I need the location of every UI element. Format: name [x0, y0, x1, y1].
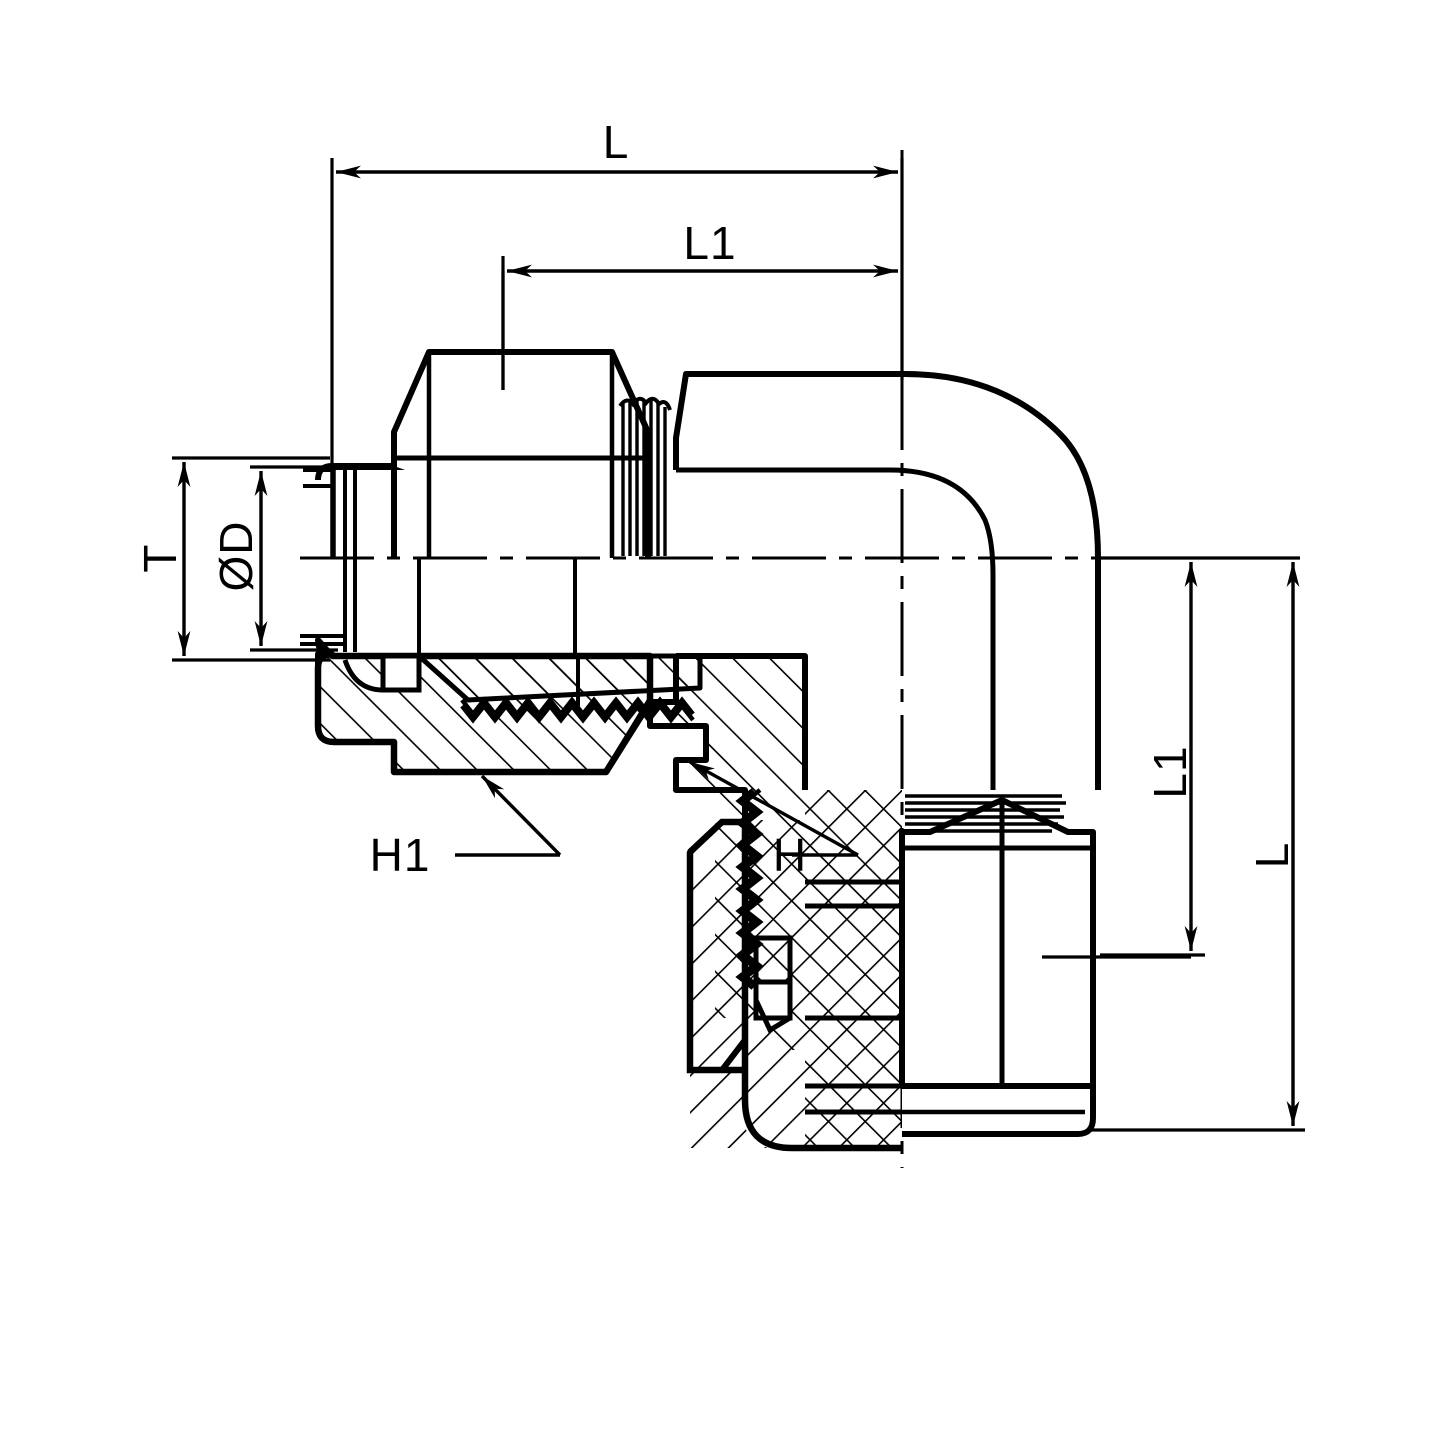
leader-H1: [455, 774, 562, 857]
lower-nut-left-edge: [686, 852, 745, 1074]
vertical-tube-right: [805, 879, 902, 1115]
vertical-body-outline: [741, 820, 902, 1152]
leader-label-H1: H1: [370, 829, 431, 881]
elbow-body-step-left: [647, 656, 748, 820]
dim-label-L1-right: L1: [1144, 745, 1196, 798]
ferrule-taper: [416, 653, 703, 703]
leader-label-H: H: [773, 829, 807, 881]
female-thread-horizontal: [460, 656, 695, 724]
ferrule-section: [342, 653, 703, 703]
left-nut-outline: [314, 650, 654, 776]
vertical-thread-lines: [905, 794, 1066, 833]
H-leader-slant: [689, 760, 859, 857]
dim-label-L-top: L: [603, 116, 630, 168]
lower-nut-hex: [899, 797, 1096, 1137]
left-horizontal-branch: [315, 349, 651, 558]
left-nut-construction: [300, 466, 577, 656]
leader-H: [689, 760, 859, 857]
lower-nut-left-outline: [687, 818, 745, 855]
dim-L-horizontal: [330, 158, 904, 470]
lower-nut-bottom-hatch: [690, 1070, 775, 1148]
dim-D: [250, 465, 338, 652]
dim-T: [172, 456, 330, 662]
H1-leader-slant: [480, 774, 562, 857]
dim-label-L-right: L: [1246, 842, 1298, 869]
ferrule-nose: [342, 659, 384, 693]
vertical-branch-section: [741, 790, 902, 1152]
lower-ferrule-taper: [753, 935, 793, 1034]
elbow-body-section-outline: [676, 653, 808, 790]
dim-L-vertical: [1090, 562, 1305, 1132]
male-thread-lines: [618, 396, 672, 556]
dim-L1-vertical: [1100, 556, 1300, 957]
dim-label-T: T: [134, 543, 186, 572]
part-indicator-lines: [501, 271, 1191, 959]
dim-label-D: ØD: [210, 521, 262, 592]
lower-nut-section: [686, 818, 775, 1148]
elbow-body-inner-profile: [676, 467, 996, 790]
ferrule-body: [380, 653, 422, 693]
vertical-body-hatched: [745, 790, 902, 1148]
lower-nut-hex-outline: [899, 797, 1096, 1089]
elbow-body-outer-profile: [673, 371, 1101, 790]
lower-nut-left-hatch: [687, 819, 748, 1073]
elbow-body-upper: [673, 371, 1101, 790]
dim-label-L1-top: L1: [683, 217, 736, 269]
lower-ferrule: [753, 935, 793, 1034]
